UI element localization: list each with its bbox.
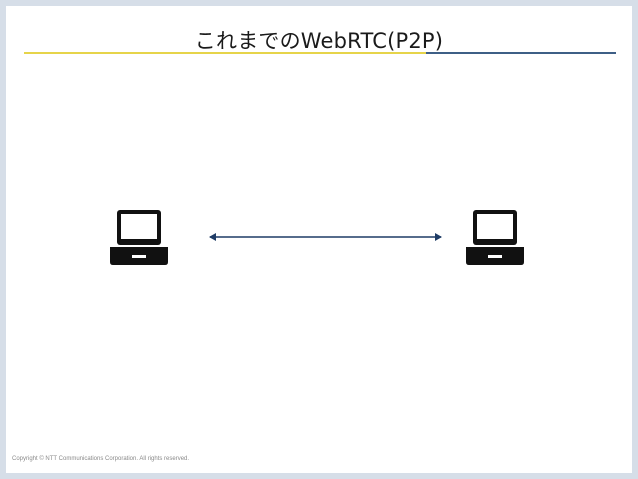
title-rule-yellow [24, 52, 428, 54]
title-rule-blue [426, 52, 616, 54]
laptop-icon [110, 210, 168, 265]
slide-title: これまでのWebRTC(P2P) [194, 29, 444, 53]
laptop-icon [466, 210, 524, 265]
copyright-footer: Copyright © NTT Communications Corporati… [12, 456, 190, 462]
slide: これまでのWebRTC(P2P) Copyright © NTT Communi… [6, 6, 632, 473]
p2p-diagram [110, 210, 524, 265]
